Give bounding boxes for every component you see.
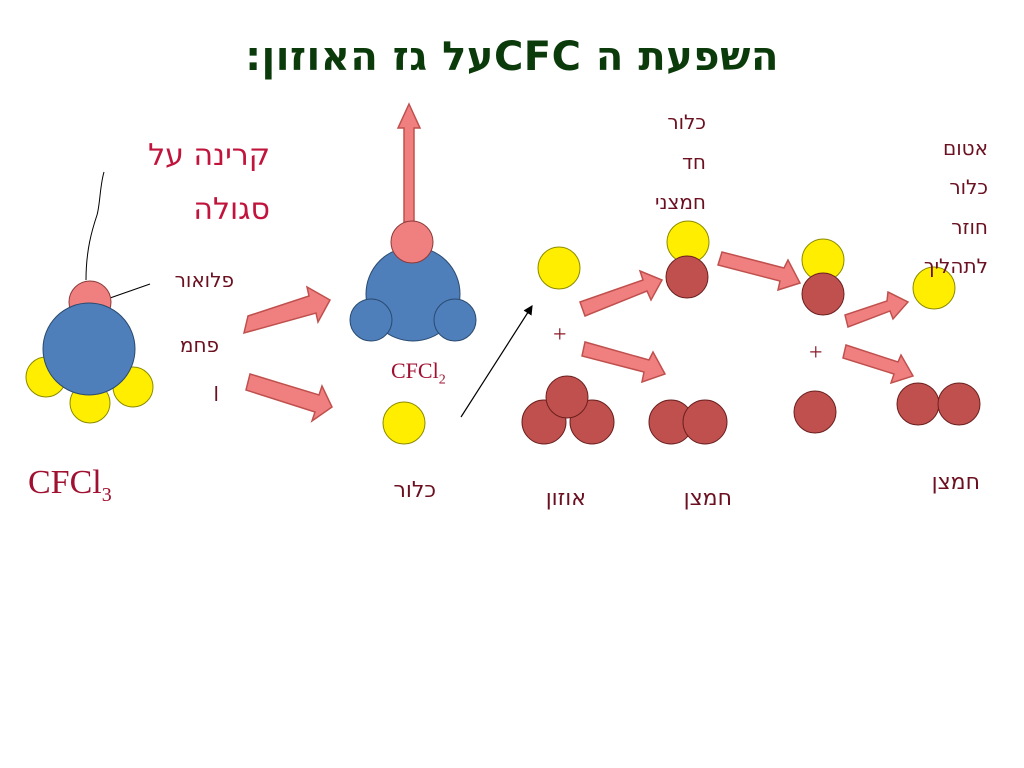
- arrow-to-oxygen: [581, 341, 667, 384]
- label-carbon-line2: ן: [213, 378, 219, 402]
- oxygen-molecule-right: [896, 382, 981, 426]
- fluorine-leader-line: [109, 283, 151, 299]
- label-uv-line1: קרינה על: [148, 138, 270, 173]
- oxygen-atom: [801, 272, 845, 316]
- arrow-to-second-step: [717, 251, 802, 292]
- free-chlorine-atom: [382, 401, 426, 445]
- oxygen-atom: [937, 382, 981, 426]
- label-fluorine: פלואור: [174, 268, 234, 292]
- chlorine-atom: [433, 298, 477, 342]
- page-title: השפעת ה CFCעל גז האוזון:: [245, 34, 779, 80]
- label-uv-line2: סגולה: [193, 192, 270, 227]
- recycled-chlorine-atom: [912, 266, 956, 310]
- chlorine-monoxide-molecule-2: [801, 238, 845, 316]
- arrow-to-oxygen-right: [842, 344, 915, 385]
- uv-ray-line: [85, 171, 105, 281]
- label-atom-line4: לתהליך: [923, 254, 988, 278]
- oxygen-atom: [665, 255, 709, 299]
- ozone-molecule: [521, 375, 615, 445]
- label-chlorine: כלור: [393, 478, 436, 503]
- arrow-to-recycled-chlorine: [844, 290, 910, 329]
- reaction-arrows: [242, 102, 915, 423]
- label-cfcl3: CFCl3: [28, 464, 112, 506]
- arrow-to-chlorine: [245, 373, 333, 423]
- oxygen-atom: [682, 399, 728, 445]
- chlorine-monoxide-molecule: [665, 220, 710, 299]
- oxygen-atom: [545, 375, 589, 419]
- label-oxygen-right: חמצן: [931, 470, 980, 495]
- label-atom-line2: כלור: [949, 175, 988, 199]
- label-clo-line1: כלור: [667, 110, 706, 134]
- label-cfcl2: CFCl2: [391, 358, 446, 388]
- fluorine-atom: [390, 220, 434, 264]
- plus-sign-1: +: [553, 322, 567, 348]
- chlorine-reactant: [537, 246, 581, 290]
- oxygen-molecule-mid: [648, 399, 728, 445]
- cfcl2-molecule: [349, 220, 477, 342]
- carbon-atom: [42, 302, 136, 396]
- label-oxygen-mid: חמצן: [683, 486, 732, 511]
- label-atom-line1: אטום: [942, 136, 988, 160]
- cfcl3-molecule: [25, 280, 154, 424]
- oxygen-atom-free: [793, 390, 837, 434]
- chlorine-atom: [349, 298, 393, 342]
- arrow-up: [396, 102, 422, 223]
- arrow-to-cfcl2: [242, 285, 332, 335]
- label-clo-line2: חד: [682, 150, 706, 174]
- label-ozone: אוזון: [545, 486, 586, 511]
- label-carbon-line1: פחמ: [179, 333, 219, 357]
- oxygen-atom: [896, 382, 940, 426]
- plus-sign-2: +: [809, 340, 823, 366]
- thin-arrow: [460, 304, 533, 418]
- label-atom-line3: חוזר: [951, 215, 988, 239]
- label-clo-line3: חמצני: [655, 190, 706, 214]
- arrow-to-clo: [579, 269, 664, 317]
